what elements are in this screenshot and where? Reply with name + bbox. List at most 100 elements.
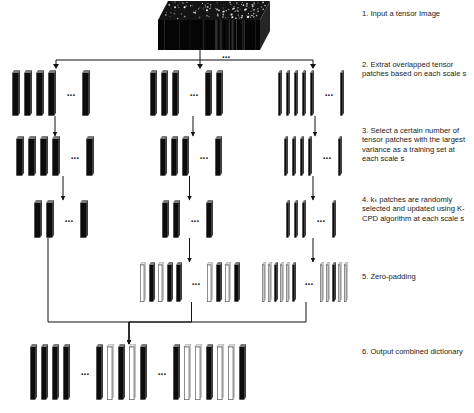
patch-front	[292, 139, 294, 176]
ellipsis-text: ...	[58, 214, 80, 224]
patch-front	[176, 265, 180, 302]
flow-arrow	[189, 176, 190, 200]
tensor-patch	[140, 344, 147, 400]
stripe	[236, 20, 237, 50]
speckle	[202, 3, 203, 4]
tensor-patch	[292, 262, 296, 302]
tensor-patch	[80, 200, 88, 238]
speckle	[231, 16, 233, 18]
patch-front	[158, 265, 162, 302]
speckle	[174, 1, 175, 2]
patch-front	[300, 139, 302, 176]
ellipsis-text: ...	[185, 277, 207, 287]
patch-front	[302, 73, 304, 116]
tensor-patch	[274, 262, 278, 302]
patch-front	[294, 73, 296, 116]
tensor-patch	[234, 262, 240, 302]
tensor-patch-bars	[278, 70, 348, 116]
patch-front	[173, 347, 178, 400]
speckle	[253, 2, 255, 4]
speckle	[222, 7, 223, 8]
speckle	[262, 2, 264, 4]
patch-side	[144, 262, 146, 302]
flow-arrow	[55, 116, 56, 136]
patch-front	[292, 265, 294, 302]
speckle	[251, 15, 252, 16]
speckle	[230, 4, 231, 5]
zero-padded-patch	[184, 344, 191, 400]
patch-side	[244, 344, 246, 400]
speckle	[256, 15, 258, 17]
tensor-patch	[41, 344, 48, 400]
speckle	[246, 6, 247, 7]
patch-front	[326, 265, 328, 302]
patch-side	[221, 70, 223, 116]
speckle	[166, 11, 168, 13]
patch-front	[205, 73, 210, 116]
zero-padded-patch	[225, 262, 231, 302]
tensor-image	[158, 1, 270, 50]
stripe	[220, 20, 221, 50]
patch-side	[238, 262, 240, 302]
tensor-patch-bars	[16, 136, 98, 176]
patch-side	[340, 136, 342, 176]
tensor-patch	[36, 70, 44, 116]
patch-front	[118, 347, 123, 400]
flow-arrow	[313, 176, 314, 200]
speckle	[246, 5, 248, 7]
tensor-patch	[286, 200, 290, 238]
stripe	[215, 20, 216, 50]
patch-side	[312, 70, 314, 116]
tensor-patch	[161, 70, 168, 116]
speckle	[179, 2, 181, 4]
speckle	[181, 14, 182, 15]
zero-padded-patch	[207, 262, 213, 302]
tensor-patch	[216, 262, 222, 302]
ellipsis-text: ...	[60, 88, 82, 98]
speckle	[241, 17, 243, 19]
patch-front	[215, 139, 220, 176]
patch-front	[34, 203, 40, 238]
speckle	[174, 10, 176, 12]
patch-front	[82, 73, 88, 116]
arrowhead	[197, 64, 203, 69]
tensor-patch	[171, 136, 178, 176]
step-description: 2. Extrat overlapped tensor patches base…	[362, 60, 470, 79]
tensor-patch	[302, 200, 306, 238]
ellipsis-text: ...	[64, 151, 86, 161]
speckle	[261, 6, 263, 8]
patch-front	[16, 139, 22, 176]
flow-arrow	[63, 176, 64, 200]
ellipsis-text: ...	[183, 88, 205, 98]
arrowhead	[310, 64, 316, 69]
patch-front	[294, 203, 296, 238]
ellipsis-text: ...	[298, 277, 320, 287]
speckle	[222, 16, 224, 18]
patch-front	[46, 203, 52, 238]
flow-arrow	[129, 302, 306, 344]
speckle	[217, 14, 219, 16]
speckle	[244, 9, 246, 11]
patch-front	[338, 265, 340, 302]
tensor-patch	[24, 70, 32, 116]
speckle	[231, 17, 233, 19]
tensor-patch	[332, 262, 336, 302]
speckle	[198, 8, 199, 9]
patch-side	[294, 136, 296, 176]
patch-front	[228, 347, 233, 400]
tensor-patch	[172, 70, 179, 116]
patch-side	[280, 70, 282, 116]
tensor-patch	[292, 136, 296, 176]
speckle	[208, 16, 210, 18]
patch-side	[288, 70, 290, 116]
tensor-patch	[239, 344, 246, 400]
speckle	[184, 16, 186, 18]
stripe	[255, 20, 256, 50]
patch-side	[187, 136, 189, 176]
patch-front	[268, 265, 270, 302]
tensor-patch	[310, 70, 314, 116]
tensor-patch	[308, 136, 312, 176]
speckle	[228, 9, 229, 10]
speckle	[253, 9, 255, 11]
patch-front	[48, 73, 54, 116]
